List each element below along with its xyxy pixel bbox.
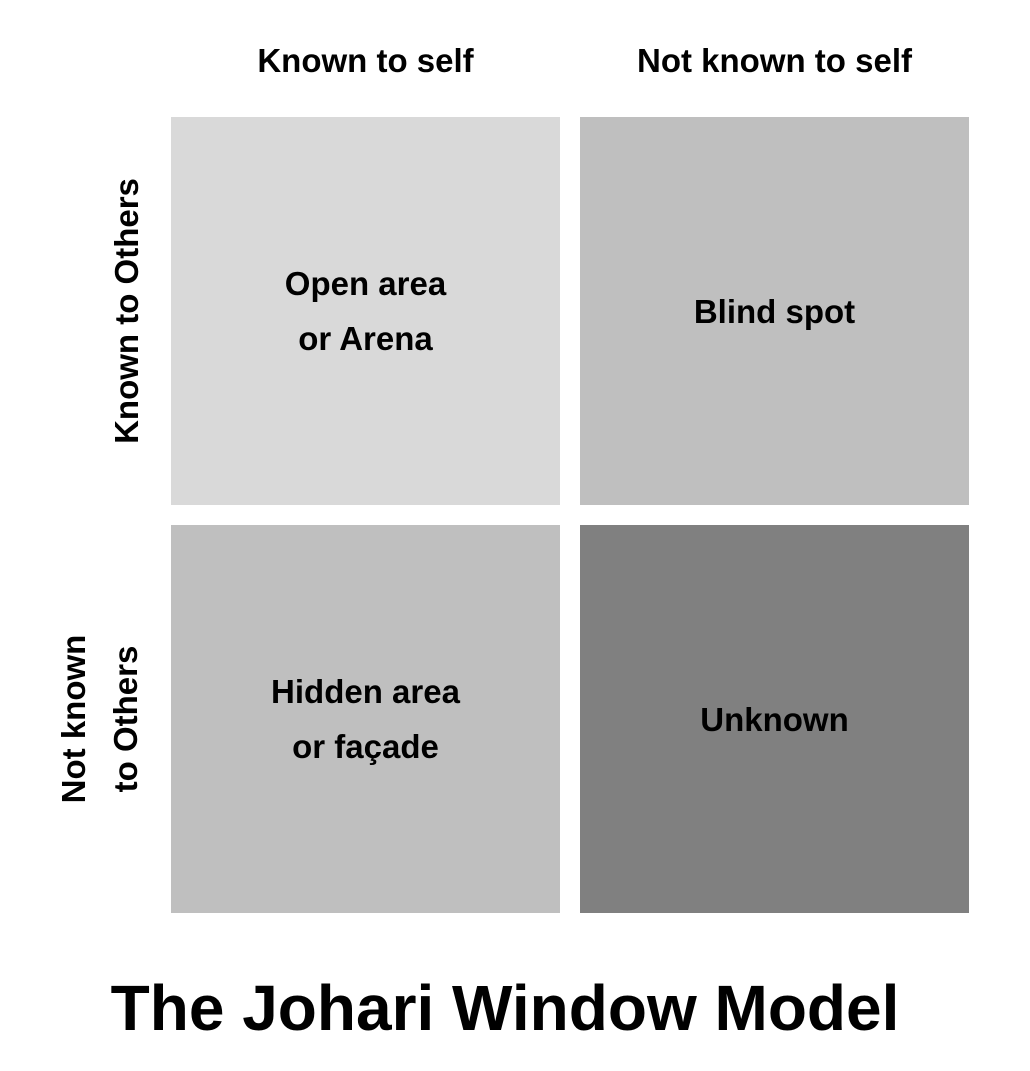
quadrant-label: Blind spot: [693, 292, 856, 330]
quadrant-blind-spot: Blind spot: [580, 117, 969, 505]
quadrant-unknown: Unknown: [580, 525, 969, 913]
quadrant-hidden-area: Hidden area or façade: [171, 525, 560, 913]
quadrant-label: Unknown: [700, 700, 849, 738]
quadrant-open-area: Open area or Arena: [171, 117, 560, 505]
row-header-not-known-to-others: Not known to Others: [55, 634, 144, 804]
quadrant-label: Open area or Arena: [284, 265, 447, 357]
diagram-title: The Johari Window Model: [110, 972, 900, 1044]
column-header-known-to-self: Known to self: [257, 42, 474, 79]
column-header-not-known-to-self: Not known to self: [637, 42, 912, 79]
quadrant-label: Hidden area or façade: [271, 673, 460, 765]
row-header-known-to-others: Known to Others: [108, 178, 145, 444]
